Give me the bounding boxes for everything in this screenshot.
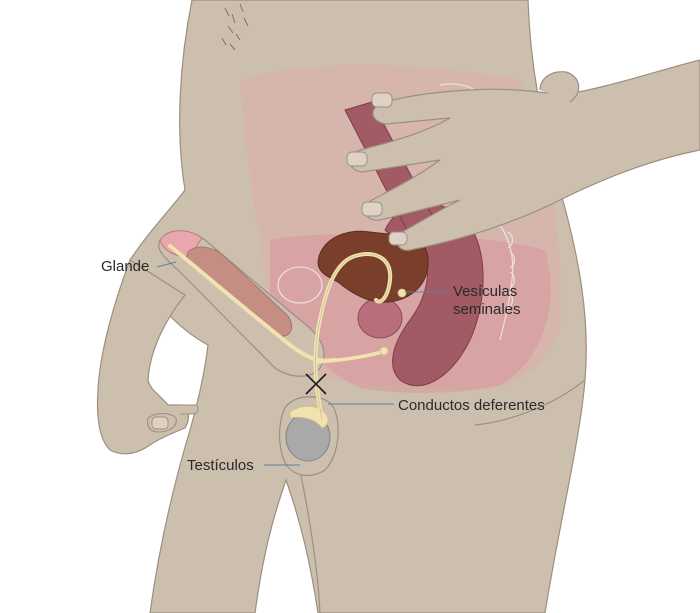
prostate	[357, 297, 403, 339]
duct-to-urethra	[316, 350, 384, 364]
label-vas-deferens: Conductos deferentes	[398, 397, 545, 414]
hip-curve	[474, 379, 586, 426]
label-seminal-vesicles-1: Vesículas	[453, 283, 517, 300]
label-seminal-vesicles-2: seminales	[453, 301, 521, 318]
leg-seam	[299, 469, 321, 613]
fingernail-2	[346, 151, 368, 167]
right-hand	[346, 59, 700, 251]
duct-end-upper	[397, 288, 407, 298]
left-arm-shape	[96, 259, 189, 455]
penis	[158, 230, 337, 377]
fingernail-4	[388, 231, 408, 246]
left-finger-line	[178, 404, 199, 415]
label-glans: Glande	[101, 258, 149, 275]
left-thumbnail	[151, 416, 169, 430]
cut-x-mark	[305, 373, 327, 395]
right-thumb	[539, 71, 580, 103]
left-arm	[96, 259, 199, 455]
vas-deferens-outline	[315, 253, 391, 421]
leader-lines	[156, 261, 450, 466]
fingernail-3	[361, 201, 383, 217]
fingernail-1	[371, 92, 393, 108]
label-testicles: Testículos	[187, 457, 254, 474]
hair-marks	[221, 3, 249, 51]
scrotum	[278, 396, 339, 477]
right-hand-palm	[349, 59, 700, 251]
epididymis	[289, 405, 329, 429]
leader-glans	[156, 261, 177, 268]
urethra	[168, 244, 337, 363]
duct-end-lower	[379, 346, 389, 356]
